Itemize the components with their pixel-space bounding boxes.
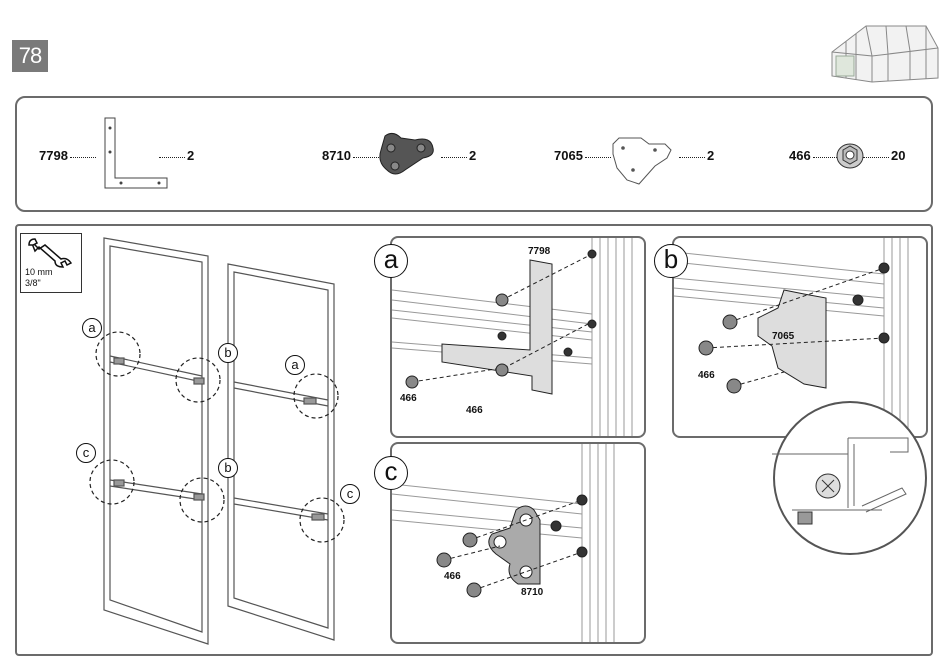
part-8710-code: 8710 [322,148,381,163]
tool-size-in: 3/8" [25,278,41,288]
part-7798-qty: 2 [157,148,194,163]
detail-c-part-466: 466 [444,571,461,582]
part-7798-code: 7798 [39,148,98,163]
greenhouse-thumbnail [826,8,942,84]
detail-a-label: a [374,244,408,278]
detail-c-label: c [374,456,408,490]
magnified-view [762,398,942,564]
callout-c-frame1: c [76,443,96,463]
callout-b-frame1-top: b [218,343,238,363]
callout-c-frame2: c [340,484,360,504]
callout-a-frame2: a [285,355,305,375]
detail-a-part-466-left: 466 [400,393,417,404]
callout-a-frame1: a [82,318,102,338]
detail-b-label: b [654,244,688,278]
detail-c-part-8710: 8710 [521,587,543,598]
corner-plate-icon [611,136,683,186]
detail-a-panel [390,236,646,438]
door-frames-overview [90,236,360,646]
detail-a-part-466-right: 466 [466,405,483,416]
callout-b-frame1-bottom: b [218,458,238,478]
part-7065-qty: 2 [677,148,714,163]
page-number: 78 [12,40,48,72]
detail-a-part-7798: 7798 [528,246,550,257]
part-466-code: 466 [789,148,841,163]
part-7065-code: 7065 [554,148,613,163]
detail-b-part-7065: 7065 [772,331,794,342]
parts-list: 7798 2 8710 2 7065 2 466 20 [15,96,933,212]
detail-b-part-466: 466 [698,370,715,381]
detail-c-panel [390,442,646,644]
part-8710-qty: 2 [439,148,476,163]
tool-size-mm: 10 mm [25,267,53,277]
tool-indicator: 10 mm 3/8" [20,233,82,293]
part-466-qty: 20 [861,148,905,163]
tri-bracket-icon [375,130,437,178]
wrench-icon [27,237,75,267]
